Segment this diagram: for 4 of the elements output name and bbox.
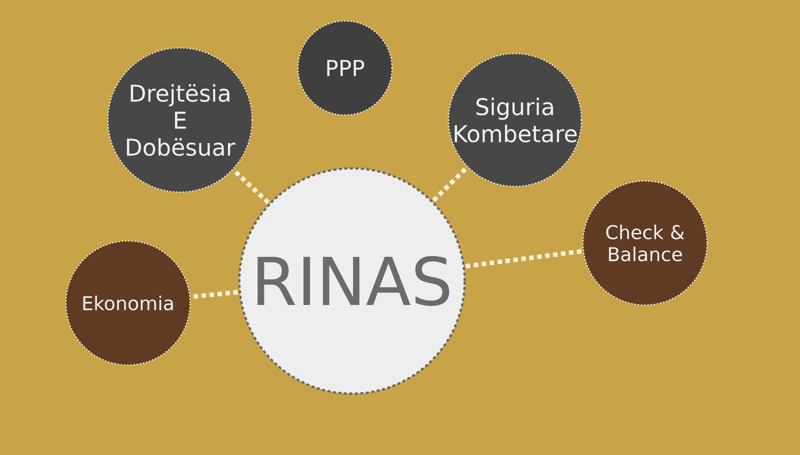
connector-line — [191, 290, 238, 300]
connector-line — [466, 248, 582, 268]
connector-line — [432, 166, 468, 202]
connector-line — [232, 168, 270, 204]
